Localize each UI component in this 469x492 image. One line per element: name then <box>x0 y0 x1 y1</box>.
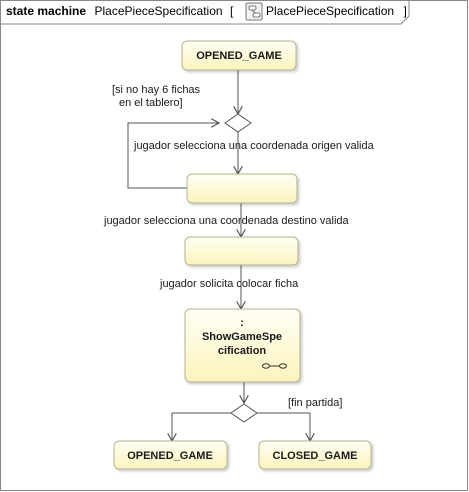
state-opened-game-top[interactable]: OPENED_GAME <box>181 40 297 71</box>
state-closed-game[interactable]: CLOSED_GAME <box>258 440 372 470</box>
header-diagram-ref: PlacePieceSpecification <box>266 4 394 18</box>
header-bracket-close: ] <box>404 4 407 18</box>
svg-text:state machine PlacePiece: state machine PlacePieceSpecification [ <box>6 2 234 19</box>
submachine-colon: : <box>240 317 244 329</box>
state-opened-game-bottom[interactable]: OPENED_GAME <box>113 440 228 470</box>
submachine-link-icon <box>262 363 287 369</box>
transition-decision-to-closed <box>253 412 310 441</box>
state-origin-selected[interactable] <box>186 173 298 204</box>
state-destination-selected[interactable] <box>184 236 299 266</box>
svg-text:PlacePieceSpecification: PlacePieceSpecification ] <box>266 2 407 19</box>
transition-decision-to-opened <box>172 412 235 441</box>
state-diagram-icon <box>245 2 263 21</box>
guard-label-line2: en el tablero] <box>119 97 183 109</box>
decision-node-bottom[interactable] <box>230 403 258 423</box>
state-label: OPENED_GAME <box>196 50 282 62</box>
state-label: OPENED_GAME <box>127 450 213 462</box>
transition-label-select-origin: jugador selecciona una coordenada origen… <box>133 140 375 152</box>
header-name: PlacePieceSpecification <box>95 4 223 18</box>
transition-label-request-place: jugador solicita colocar ficha <box>159 278 299 290</box>
transition-label-select-destination: jugador selecciona una coordenada destin… <box>103 215 350 227</box>
header-bracket-open: [ <box>230 4 234 18</box>
submachine-label-line1: ShowGameSpe <box>202 331 282 343</box>
guard-label-end-game: [fin partida] <box>288 397 342 409</box>
submachine-label-line2: cification <box>218 345 267 357</box>
header-kind: state machine <box>6 4 86 18</box>
diagram-header: state machine PlacePieceSpecification [ … <box>0 0 410 25</box>
decision-node-top[interactable] <box>224 113 252 133</box>
transitions <box>127 70 310 441</box>
guard-label-line1: [si no hay 6 fichas <box>112 84 201 96</box>
state-label: CLOSED_GAME <box>273 450 358 462</box>
transition-loop-back <box>127 123 219 189</box>
submachine-state-show-game-specification[interactable]: : ShowGameSpe cification <box>184 308 301 383</box>
